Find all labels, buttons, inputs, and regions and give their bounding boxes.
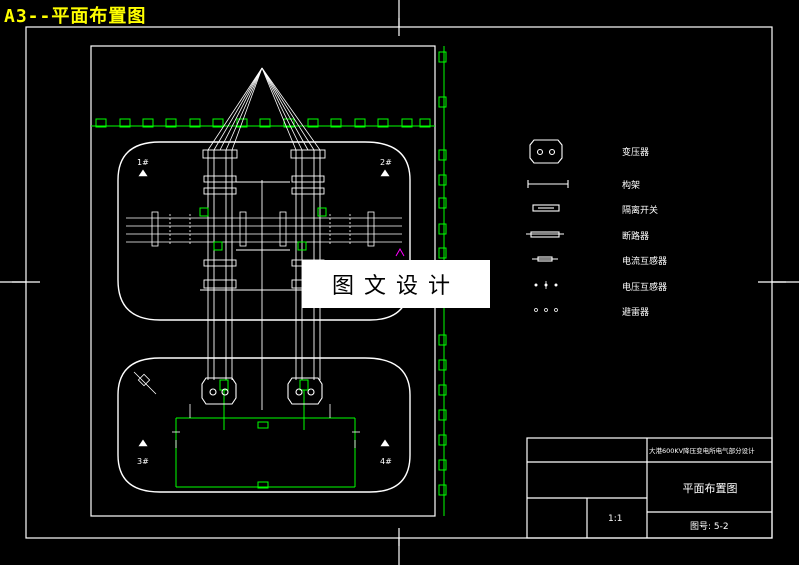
zone-label-1: 1# <box>137 158 149 167</box>
transformer-icon <box>529 139 563 164</box>
lower-feeders <box>133 371 360 448</box>
legend-label-voltage-transformer: 电压互感器 <box>622 283 668 293</box>
zone-markers <box>138 169 390 447</box>
green-markers <box>175 207 356 489</box>
legend-label-disconnector: 隔离开关 <box>622 206 659 216</box>
legend-label-current-transformer: 电流互感器 <box>622 257 668 267</box>
legend-symbols <box>526 139 569 262</box>
drawing-name: 平面布置图 <box>682 482 738 495</box>
zone-label-2: 2# <box>380 158 392 167</box>
lower-switchyard <box>117 357 411 493</box>
upper-switchyard <box>117 141 411 321</box>
project-name: 大港600KV降压变电所电气部分设计 <box>649 447 755 455</box>
title-block <box>526 437 773 539</box>
watermark: 图文设计 <box>302 260 490 308</box>
incoming-lines <box>207 67 321 151</box>
legend-label-breaker: 断路器 <box>622 232 650 242</box>
incoming-gantry <box>91 118 435 128</box>
drawing-scale: 1:1 <box>608 514 623 524</box>
arrester-icon <box>534 308 558 312</box>
disconnector-icon <box>532 204 560 212</box>
drawing-number: 图号: 5-2 <box>690 522 729 532</box>
voltage-transformer-icon <box>534 281 558 289</box>
transformer-right <box>287 377 323 405</box>
legend-label-frame: 构架 <box>622 181 641 191</box>
zone-label-4: 4# <box>380 457 392 466</box>
zone-label-3: 3# <box>137 457 149 466</box>
legend-label-transformer: 变压器 <box>622 148 650 158</box>
sheet-title: A3--平面布置图 <box>4 6 147 27</box>
bays-vertical <box>200 149 330 410</box>
transformer-left <box>201 377 237 405</box>
legend-label-arrester: 避雷器 <box>622 308 650 318</box>
north-marker <box>395 247 405 257</box>
busbar-horizontal <box>126 211 402 247</box>
